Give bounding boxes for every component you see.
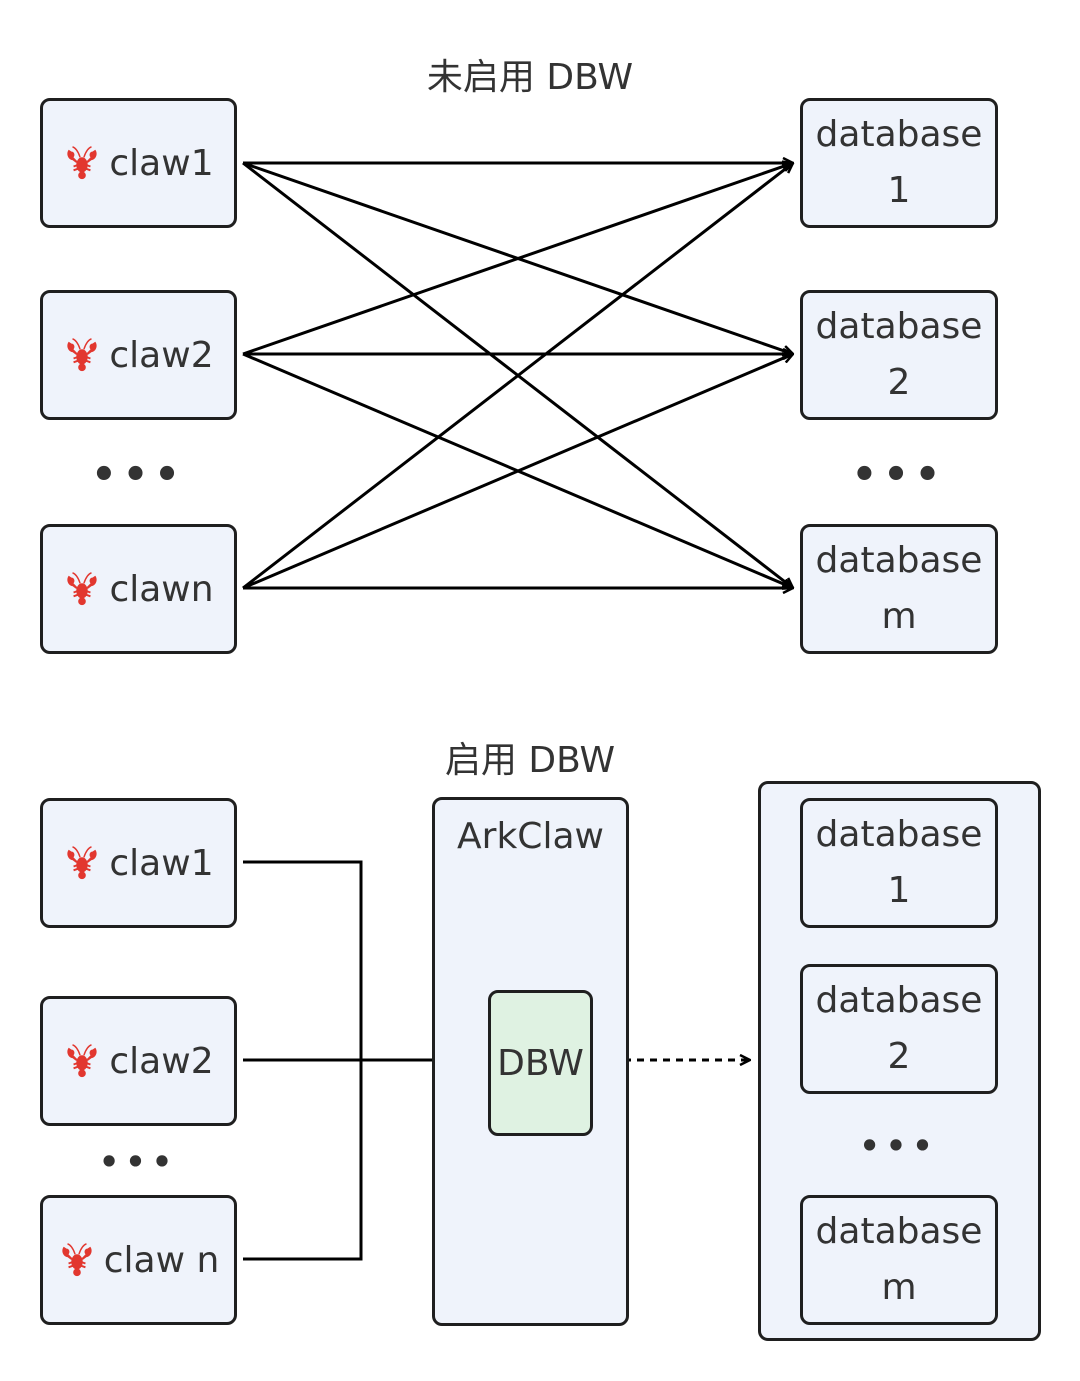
claw-label: claw2 [109,1040,214,1082]
arkclaw-container: ArkClaw DBW [432,797,629,1326]
bottom-database-node-1: database 1 [800,798,998,928]
database-label: database 1 [815,814,983,911]
top-claw-ellipsis: ••• [91,452,186,498]
claw-label: claw1 [109,142,214,184]
mesh-edges [242,163,793,590]
bottom-title: 启用 DBW [444,740,616,781]
lobster-icon [67,572,98,606]
database-label: database m [815,540,983,637]
edge-claw2-db1 [242,163,793,356]
bottom-claw-node-1: claw1 [40,798,237,928]
database-label: database 1 [815,114,983,211]
top-database-node-m: database m [800,524,998,654]
top-title: 未启用 DBW [426,57,634,98]
top-claw-node-n: clawn [40,524,237,654]
claw-label: claw2 [109,334,214,376]
lobster-icon [67,846,98,880]
bottom-database-node-m: database m [800,1195,998,1325]
dbw-node: DBW [488,990,593,1136]
bottom-claw-ellipsis: ••• [98,1143,179,1181]
database-label: database 2 [815,306,983,403]
claw-label: claw n [103,1239,220,1281]
claw-label: clawn [109,568,214,610]
top-database-ellipsis: ••• [851,452,947,498]
arkclaw-title: ArkClaw [457,816,604,857]
top-claw-node-1: claw1 [40,98,237,228]
top-database-node-2: database 2 [800,290,998,420]
top-database-node-1: database 1 [800,98,998,228]
bottom-claw-node-n: claw n [40,1195,237,1325]
lobster-icon [67,1044,98,1078]
top-claw-node-2: claw2 [40,290,237,420]
bottom-database-ellipsis: ••• [859,1127,939,1165]
database-label: database m [815,1211,983,1308]
claw-label: claw1 [109,842,214,884]
lobster-icon [62,1243,92,1277]
database-label: database 2 [815,980,983,1077]
bottom-claw-node-2: claw2 [40,996,237,1126]
edge-clawn-db1 [242,163,793,590]
edge-clawn-db2 [242,354,793,590]
lobster-icon [67,146,98,180]
bottom-database-node-2: database 2 [800,964,998,1094]
dbw-label: DBW [497,1042,584,1084]
lobster-icon [67,338,98,372]
